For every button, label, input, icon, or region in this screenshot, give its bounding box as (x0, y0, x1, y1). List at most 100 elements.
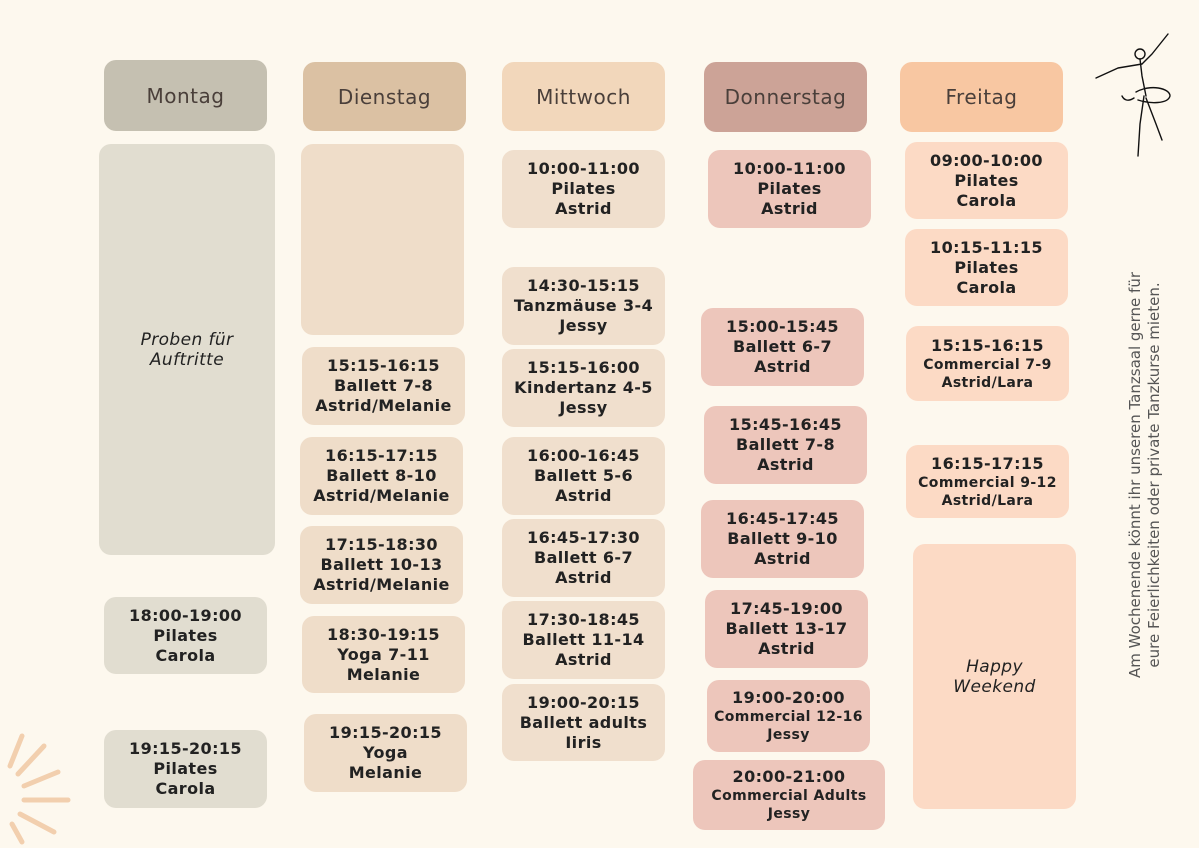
slot-card: 16:45-17:45 Ballett 9-10 Astrid (701, 500, 864, 578)
slot-card: 15:45-16:45 Ballett 7-8 Astrid (704, 406, 867, 484)
slot-teacher: Astrid (555, 568, 612, 587)
slot-course: Commercial 9-12 (918, 474, 1057, 491)
slot-course: Commercial Adults (711, 788, 867, 804)
slot-time: 16:45-17:30 (527, 528, 640, 547)
slot-card: 15:15-16:00 Kindertanz 4-5 Jessy (502, 349, 665, 427)
slot-card: Proben für Auftritte (99, 144, 275, 555)
slot-course: Yoga (363, 743, 408, 762)
slot-teacher: Astrid (555, 199, 612, 218)
slot-teacher: Iiris (565, 732, 602, 752)
slot-teacher: Astrid (754, 357, 811, 376)
slot-teacher: Astrid (757, 455, 814, 474)
slot-card: 16:15-17:15 Commercial 9-12 Astrid/Lara (906, 445, 1069, 518)
slot-course: Pilates (954, 257, 1019, 277)
slot-time: 19:15-20:15 (329, 723, 442, 742)
slot-teacher: Jessy (559, 316, 608, 335)
slot-time: 14:30-15:15 (527, 276, 640, 295)
slot-teacher: Astrid (555, 650, 612, 669)
slot-course: Ballett 6-7 (733, 337, 832, 356)
ballerina-icon (1095, 33, 1171, 157)
slot-teacher: Jessy (559, 398, 608, 417)
slot-card: 18:30-19:15 Yoga 7-11 Melanie (302, 616, 465, 693)
slot-card: 15:15-16:15 Commercial 7-9 Astrid/Lara (906, 326, 1069, 401)
slot-course: Kindertanz 4-5 (514, 378, 653, 397)
side-note: Am Wochenende könnt ihr unseren Tanzsaal… (1126, 272, 1163, 679)
slot-teacher: Melanie (346, 664, 421, 684)
header-mittwoch: Mittwoch (502, 62, 665, 131)
slot-card: 10:15-11:15 Pilates Carola (905, 229, 1068, 306)
slot-card: 19:00-20:15 Ballett adults Iiris (502, 684, 665, 761)
slot-time: 17:30-18:45 (527, 610, 640, 629)
slot-teacher: Astrid (555, 486, 612, 505)
header-dienstag: Dienstag (303, 62, 466, 131)
slot-course: Pilates (153, 625, 218, 645)
slot-course: Ballett 11-14 (522, 630, 645, 649)
slot-time: 19:15-20:15 (129, 739, 242, 758)
slot-teacher: Jessy (767, 727, 810, 743)
slot-time: 16:15-17:15 (931, 453, 1044, 473)
slot-course: Pilates (153, 759, 218, 778)
slot-course: Ballett 7-8 (736, 435, 835, 454)
slot-card: 14:30-15:15 Tanzmäuse 3-4 Jessy (502, 267, 665, 345)
slot-card: 17:45-19:00 Ballett 13-17 Astrid (705, 590, 868, 668)
slot-card: 16:00-16:45 Ballett 5-6 Astrid (502, 437, 665, 515)
slot-course: Ballett adults (519, 712, 648, 732)
slot-course: Ballett 6-7 (534, 548, 633, 567)
slot-course: Commercial 7-9 (923, 356, 1052, 373)
empty-slot (301, 144, 464, 335)
slot-time: 18:00-19:00 (129, 605, 242, 625)
slot-teacher: Astrid/Melanie (313, 486, 450, 505)
slot-card: 17:15-18:30 Ballett 10-13 Astrid/Melanie (300, 526, 463, 604)
slot-teacher: Astrid/Melanie (313, 575, 450, 594)
slot-time: 16:00-16:45 (527, 446, 640, 465)
header-donnerstag: Donnerstag (704, 62, 867, 132)
slot-card: 10:00-11:00 Pilates Astrid (708, 150, 871, 228)
slot-course: Ballett 8-10 (326, 466, 437, 485)
slot-time: 10:00-11:00 (527, 159, 640, 178)
slot-course: Commercial 12-16 (714, 709, 863, 725)
slot-course: Ballett 5-6 (534, 466, 633, 485)
slot-card: 16:15-17:15 Ballett 8-10 Astrid/Melanie (300, 437, 463, 515)
slot-card: 09:00-10:00 Pilates Carola (905, 142, 1068, 219)
slot-teacher: Carola (956, 277, 1017, 297)
slot-teacher: Astrid (754, 549, 811, 568)
slot-time: 17:45-19:00 (730, 599, 843, 618)
slot-teacher: Astrid/Melanie (315, 396, 452, 415)
slot-course: Ballett 10-13 (320, 555, 443, 574)
slot-time: 15:15-16:15 (327, 356, 440, 375)
slot-card: 19:00-20:00 Commercial 12-16 Jessy (707, 680, 870, 752)
sunburst-decoration (7, 733, 71, 845)
slot-teacher: Jessy (767, 806, 811, 822)
slot-card: 19:15-20:15 Yoga Melanie (304, 714, 467, 792)
slot-teacher: Melanie (348, 763, 423, 782)
slot-card: 20:00-21:00 Commercial Adults Jessy (693, 760, 885, 830)
slot-card: Happy Weekend (913, 544, 1076, 809)
slot-time: 10:15-11:15 (930, 237, 1043, 257)
slot-card: 15:15-16:15 Ballett 7-8 Astrid/Melanie (302, 347, 465, 425)
slot-course: Pilates (954, 170, 1019, 190)
slot-course: Tanzmäuse 3-4 (513, 296, 654, 315)
slot-text: Happy Weekend (953, 656, 1036, 697)
slot-time: 09:00-10:00 (930, 150, 1043, 170)
slot-course: Pilates (757, 179, 822, 198)
slot-course: Ballett 9-10 (727, 529, 838, 548)
slot-time: 19:00-20:00 (732, 688, 845, 707)
slot-card: 16:45-17:30 Ballett 6-7 Astrid (502, 519, 665, 597)
slot-text: Proben für Auftritte (140, 329, 234, 370)
slot-teacher: Astrid/Lara (941, 374, 1034, 391)
header-montag: Montag (104, 60, 267, 131)
slot-time: 10:00-11:00 (733, 159, 846, 178)
slot-time: 15:15-16:00 (527, 358, 640, 377)
slot-teacher: Carola (155, 779, 216, 798)
slot-card: 17:30-18:45 Ballett 11-14 Astrid (502, 601, 665, 679)
slot-time: 20:00-21:00 (732, 767, 846, 786)
slot-teacher: Carola (956, 190, 1017, 210)
slot-card: 10:00-11:00 Pilates Astrid (502, 150, 665, 228)
slot-course: Ballett 7-8 (334, 376, 433, 395)
slot-time: 16:15-17:15 (325, 446, 438, 465)
slot-card: 15:00-15:45 Ballett 6-7 Astrid (701, 308, 864, 386)
slot-time: 17:15-18:30 (325, 535, 438, 554)
slot-teacher: Astrid (758, 639, 815, 658)
slot-teacher: Astrid/Lara (941, 492, 1034, 509)
slot-course: Ballett 13-17 (725, 619, 848, 638)
